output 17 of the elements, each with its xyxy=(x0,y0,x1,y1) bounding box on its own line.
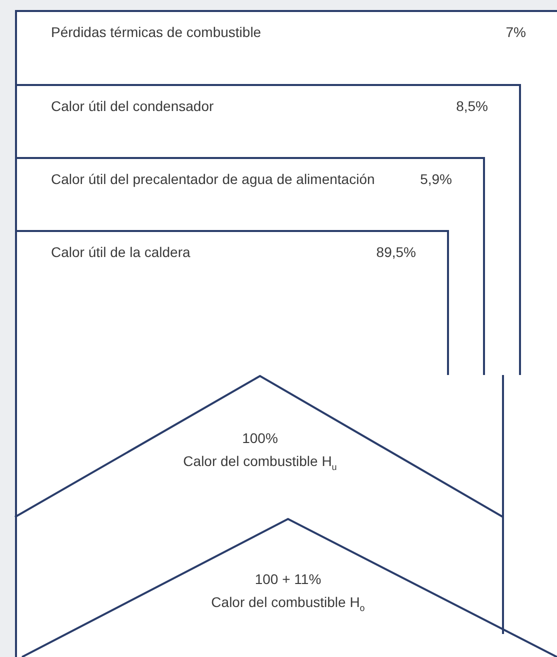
box-title: Calor útil de la caldera xyxy=(51,243,190,262)
box-title: Pérdidas térmicas de combustible xyxy=(51,23,262,42)
percent-value: 7% xyxy=(506,23,526,42)
chevron-band xyxy=(15,375,503,517)
percent-value: 5,9% xyxy=(420,170,452,189)
box-title: Calor útil del precalentador de agua de alimentación xyxy=(51,170,376,189)
flow-box xyxy=(15,157,485,375)
percent-value: 100% xyxy=(241,429,279,448)
percent-value: 89,5% xyxy=(376,243,416,262)
flow-box xyxy=(15,230,449,375)
band-label: Calor del combustible H$_{o}$ xyxy=(211,593,365,615)
band-label: Calor del combustible H$_{u}$ xyxy=(183,452,337,474)
percent-value: 100 + 11% xyxy=(254,570,322,589)
flow-box xyxy=(15,10,557,375)
percent-value: 8,5% xyxy=(456,97,488,116)
box-title: Calor útil del condensador xyxy=(51,97,214,116)
flow-box xyxy=(15,84,521,375)
